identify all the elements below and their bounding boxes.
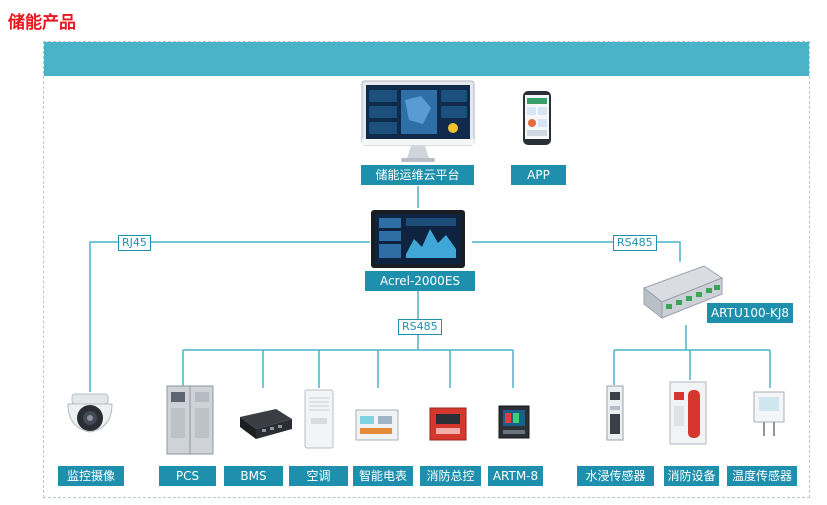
rs485-bottom-tag: RS485	[398, 319, 442, 335]
cloud-platform-label: 储能运维云平台	[361, 165, 474, 185]
gateway-screen-icon	[371, 210, 465, 268]
fire-control-panel-icon	[429, 407, 467, 441]
bms-label: BMS	[224, 466, 283, 486]
temperature-sensor-label: 温度传感器	[727, 466, 797, 486]
rj45-tag: RJ45	[118, 235, 151, 251]
fire-equipment-label: 消防设备	[664, 466, 719, 486]
pcs-label: PCS	[159, 466, 216, 486]
air-conditioner-icon	[304, 389, 334, 449]
rs485-right-tag: RS485	[613, 235, 657, 251]
smart-meter-icon	[355, 409, 399, 441]
fire-equipment-icon	[669, 381, 707, 445]
header-bar	[44, 42, 809, 76]
gateway-label: Acrel-2000ES	[365, 271, 475, 291]
pcs-cabinet-icon	[166, 385, 214, 455]
smart-meter-label: 智能电表	[353, 466, 413, 486]
water-sensor-icon	[606, 385, 624, 441]
page-title: 储能产品	[8, 13, 76, 33]
app-label: APP	[511, 165, 566, 185]
camera-icon	[67, 393, 113, 433]
artm-label: ARTM-8	[488, 466, 543, 486]
artu-module-label: ARTU100-KJ8	[707, 303, 793, 323]
phone-icon	[523, 91, 551, 145]
artu-module-icon	[642, 265, 724, 320]
ac-label: 空调	[289, 466, 348, 486]
cloud-monitor-icon	[361, 80, 475, 162]
camera-label: 监控摄像	[58, 466, 124, 486]
temperature-sensor-icon	[753, 391, 785, 436]
diagram-frame	[43, 41, 810, 498]
fire-control-label: 消防总控	[420, 466, 481, 486]
bms-unit-icon	[240, 409, 292, 439]
water-sensor-label: 水浸传感器	[577, 466, 654, 486]
artm-meter-icon	[498, 405, 530, 439]
